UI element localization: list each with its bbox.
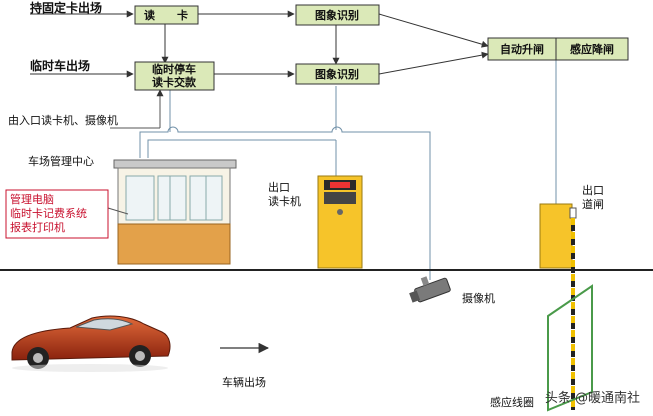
arrow-recog1-to-raise	[378, 13, 489, 48]
arrow-recog2-to-raise	[378, 51, 489, 75]
image-recog-label-2: 图象识别	[315, 67, 359, 81]
temp-car-exit-label: 临时车出场	[30, 58, 90, 73]
office-pointer	[107, 207, 129, 215]
fixed-card-exit-label: 持固定卡出场	[30, 0, 102, 15]
loop-coil-icon	[547, 284, 593, 412]
car-icon	[11, 315, 171, 372]
signal-line-camera	[139, 126, 431, 280]
image-recog-label-1: 图象识别	[315, 8, 359, 22]
exit-card-reader	[317, 175, 363, 269]
image-recog-box-1: 图象识别	[295, 4, 380, 26]
exit-barrier-gate	[539, 203, 577, 410]
entry-devices-label: 由入口读卡机、摄像机	[8, 113, 118, 127]
office-item-1: 管理电脑	[10, 192, 54, 206]
image-recog-box-2: 图象识别	[295, 63, 380, 85]
exit-gate-label-1: 出口	[582, 183, 604, 197]
read-card-box: 读 卡	[134, 5, 199, 25]
loop-coil-label: 感应线圈	[490, 395, 534, 409]
watermark-text: 头条 @暖通南社	[545, 390, 640, 406]
exit-reader-label-2: 读卡机	[268, 194, 301, 208]
vehicle-exit-label: 车辆出场	[222, 375, 266, 389]
exit-reader-label-1: 出口	[268, 180, 290, 194]
management-booth	[113, 159, 237, 265]
control-center-label: 车场管理中心	[28, 154, 94, 168]
exit-gate-label-2: 道闸	[582, 197, 604, 211]
auto-raise-label: 自动升闸	[500, 42, 544, 56]
gate-control-box: 自动升闸 感应降闸	[487, 37, 629, 61]
camera-label: 摄像机	[462, 291, 495, 305]
read-card-label: 读 卡	[144, 8, 188, 22]
signal-line-reader	[147, 139, 336, 158]
temp-stop-line1: 临时停车	[152, 62, 196, 76]
office-items-box	[5, 189, 109, 239]
camera-icon	[409, 276, 451, 303]
temp-stop-box: 临时停车 读卡交款	[134, 61, 215, 91]
temp-stop-line2: 读卡交款	[152, 75, 197, 89]
office-item-3: 报表打印机	[10, 220, 65, 234]
office-item-2: 临时卡记费系统	[10, 206, 87, 220]
sense-lower-label: 感应降闸	[570, 42, 614, 56]
